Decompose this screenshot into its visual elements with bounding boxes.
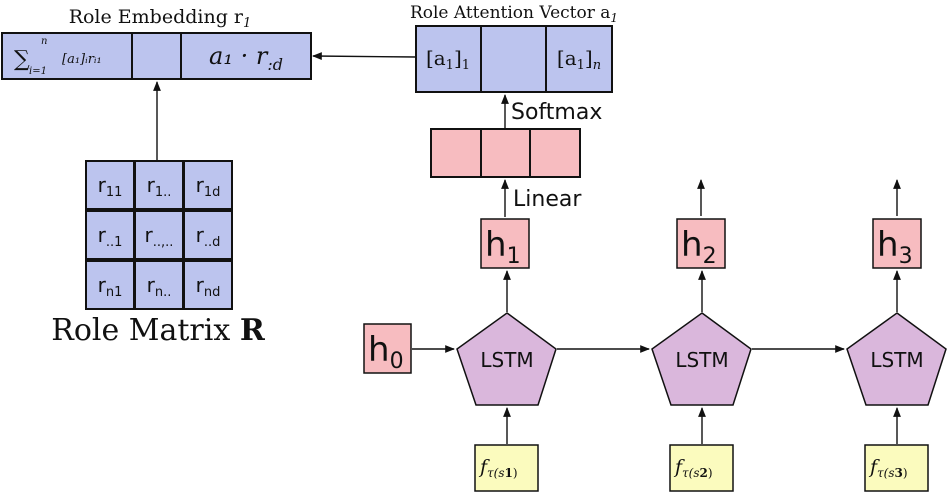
- matrix-label-12: r1..: [147, 173, 172, 200]
- input-label-3: fτ(s3): [868, 456, 908, 480]
- softmax-label: Softmax: [511, 100, 602, 125]
- linear-cell-3: [529, 128, 581, 178]
- matrix-cell-11: [85, 160, 135, 210]
- matrix-label-13: r1d: [196, 173, 221, 200]
- attention-cell-last: [545, 25, 613, 93]
- linear-cell-1: [430, 128, 482, 178]
- attention-cell-first: [415, 25, 482, 93]
- matrix-cell-23: [183, 210, 233, 260]
- attention-first-label: [a1]1: [426, 46, 470, 73]
- svg-text:[a₁]ᵢrᵢ₁: [a₁]ᵢrᵢ₁: [62, 52, 102, 67]
- attention-cell-middle: [480, 25, 547, 93]
- h2-box: [676, 218, 726, 269]
- attention-vector-title: Role Attention Vector a1: [410, 3, 618, 25]
- matrix-cell-32: [134, 260, 184, 310]
- svg-text:i=1: i=1: [29, 66, 47, 77]
- h0-box: [363, 323, 412, 374]
- matrix-label-11: r11: [98, 173, 123, 200]
- lstm-label-2: LSTM: [675, 348, 728, 372]
- matrix-label-21: r..1: [98, 223, 123, 250]
- matrix-cell-22: [134, 210, 184, 260]
- h1-label: h1: [485, 225, 521, 269]
- matrix-cell-33: [183, 260, 233, 310]
- matrix-cell-21: [85, 210, 135, 260]
- linear-label: Linear: [513, 187, 582, 212]
- h0-label: h0: [368, 330, 404, 374]
- role-embedding-product-cell: [180, 32, 312, 80]
- svg-text:n: n: [41, 36, 47, 47]
- input-box-2: [669, 444, 734, 492]
- role-embedding-product-expression: a₁ · r:d: [209, 42, 283, 74]
- lstm-cell-2: [651, 312, 752, 406]
- h3-box: [872, 218, 922, 269]
- svg-text:∑: ∑: [14, 47, 30, 72]
- matrix-cell-13: [183, 160, 233, 210]
- role-embedding-sum-expression: ∑ n i=1 [a₁]ᵢrᵢ₁: [14, 36, 102, 77]
- input-box-3: [864, 444, 929, 492]
- role-embedding-title: Role Embedding r1: [69, 6, 252, 31]
- matrix-label-23: r..d: [196, 223, 221, 250]
- input-box-1: [474, 444, 539, 492]
- h2-label: h2: [681, 225, 717, 269]
- matrix-label-31: rn1: [98, 273, 123, 300]
- role-matrix: r11 r1.. r1d r..1 r..,.. r..d rn1 rn.. r…: [85, 160, 233, 310]
- lstm-cell-3: [846, 312, 947, 406]
- lstm-label-3: LSTM: [870, 348, 923, 372]
- matrix-label-32: rn..: [147, 273, 172, 300]
- matrix-cell-31: [85, 260, 135, 310]
- linear-cell-2: [480, 128, 531, 178]
- matrix-label-33: rnd: [196, 273, 221, 300]
- role-embedding-sum-cell: [1, 32, 133, 80]
- h3-label: h3: [877, 225, 913, 269]
- role-embedding-middle-cell: [131, 32, 182, 80]
- matrix-label-22: r..,..: [145, 223, 174, 250]
- attention-last-label: [a1]n: [557, 46, 601, 73]
- role-matrix-title: Role Matrix R: [51, 313, 266, 348]
- h1-box: [480, 218, 530, 269]
- arrow-attention-to-embedding: [312, 52, 417, 61]
- lstm-label-1: LSTM: [480, 348, 533, 372]
- input-label-2: fτ(s2): [673, 456, 713, 480]
- input-label-1: fτ(s1): [478, 456, 518, 480]
- lstm-cell-1: [456, 312, 557, 406]
